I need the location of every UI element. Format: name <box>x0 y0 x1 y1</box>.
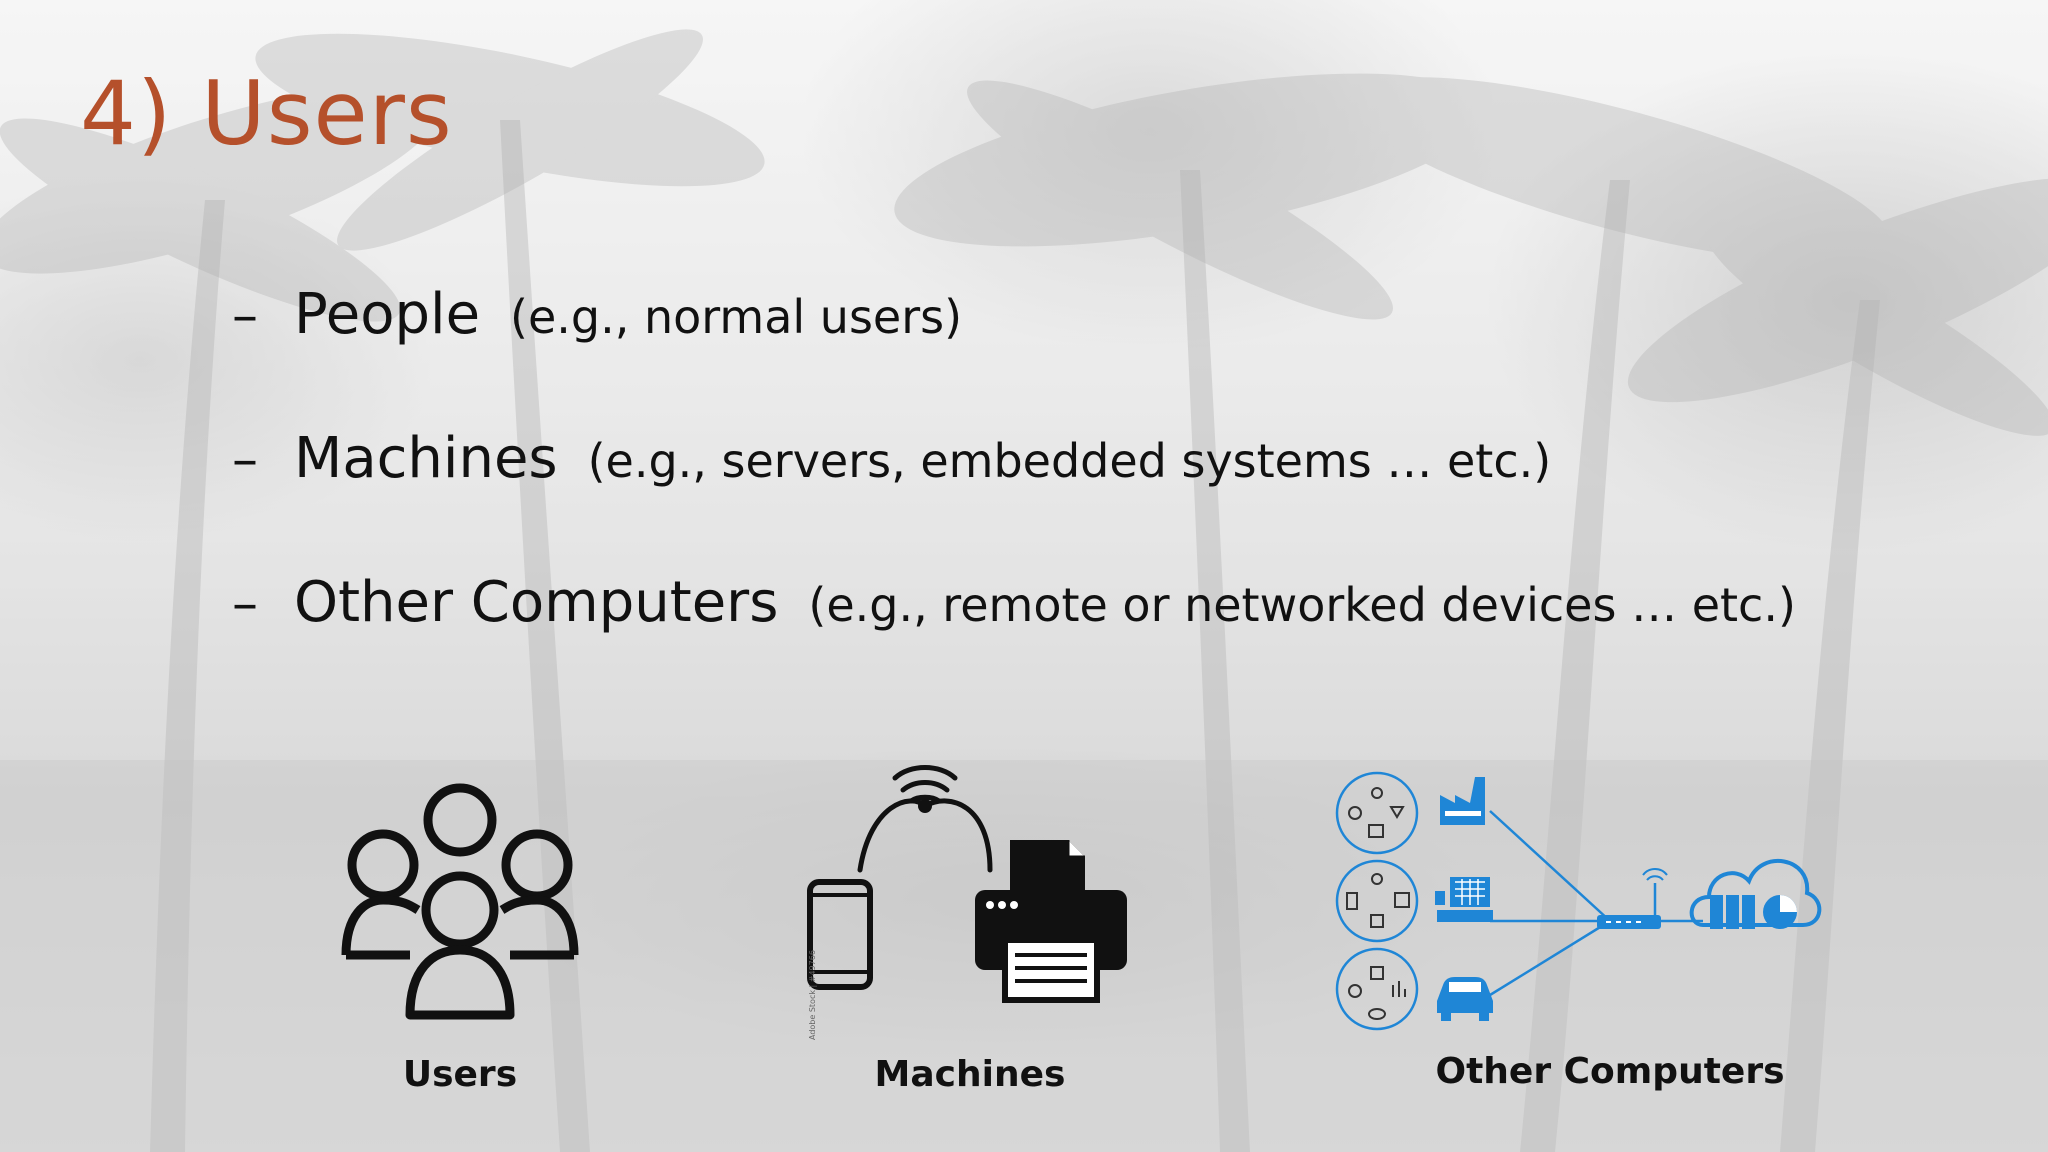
bullet-dash: – <box>232 430 258 490</box>
bullet-sub-text: (e.g., servers, embedded systems … etc.) <box>587 434 1552 488</box>
bullet-main-text: Other Computers <box>294 570 779 635</box>
bullet-machines: – Machines (e.g., servers, embedded syst… <box>232 426 1796 570</box>
bullet-list: – People (e.g., normal users) – Machines… <box>232 282 1796 714</box>
bullet-dash: – <box>232 574 258 634</box>
figure-caption-machines: Machines <box>874 1054 1066 1095</box>
bullet-other-computers: – Other Computers (e.g., remote or netwo… <box>232 570 1796 714</box>
bullet-dash: – <box>232 286 258 346</box>
bullet-sub-text: (e.g., normal users) <box>510 290 963 344</box>
bullet-sub-text: (e.g., remote or networked devices … etc… <box>808 578 1796 632</box>
figure-caption-users: Users <box>402 1054 518 1095</box>
slide-title: 4) Users <box>80 62 453 165</box>
figure-caption-other-computers: Other Computers <box>1435 1051 1785 1092</box>
bullet-people: – People (e.g., normal users) <box>232 282 1796 426</box>
users-group-icon <box>340 780 580 1020</box>
stock-watermark: Adobe Stock | #49766 <box>808 950 817 1040</box>
bullet-main-text: Machines <box>294 426 558 491</box>
bullet-main-text: People <box>294 282 481 347</box>
phone-printer-wifi-icon <box>800 750 1140 1010</box>
iot-network-diagram-icon <box>1325 765 1825 1035</box>
